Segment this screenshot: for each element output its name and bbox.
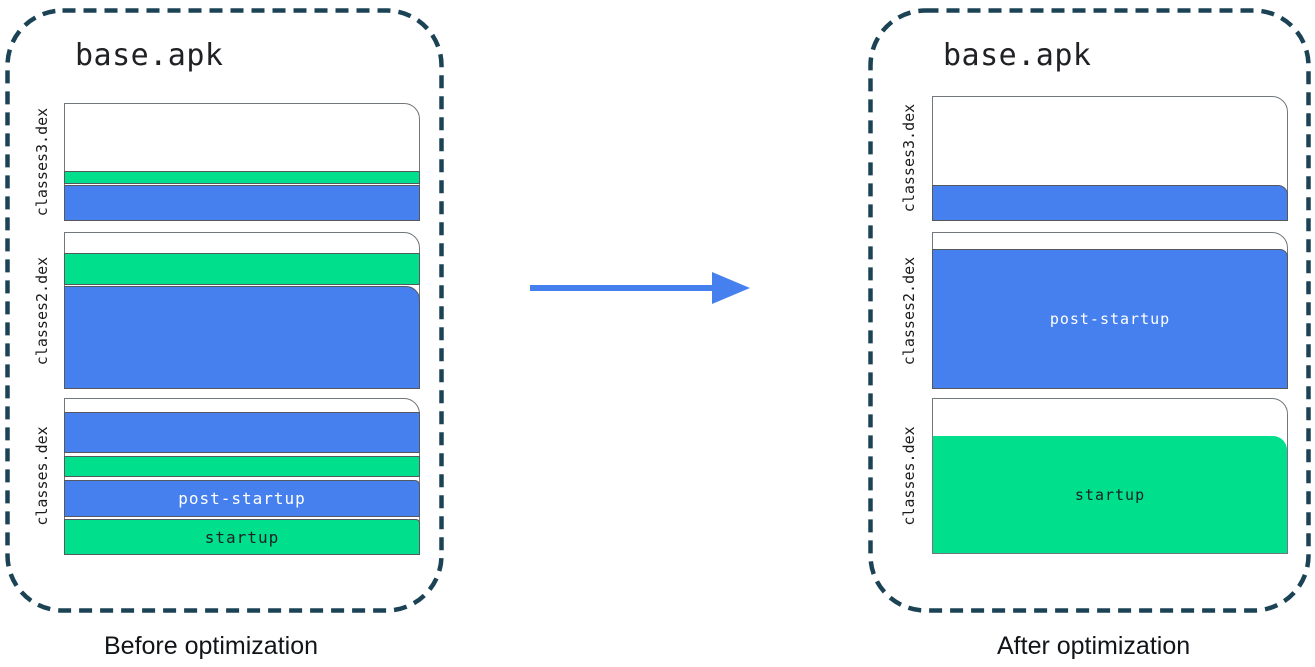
after-caption: After optimization <box>997 632 1191 660</box>
dex-segment-post-startup: post-startup <box>64 480 420 517</box>
dex-segment-post-startup: post-startup <box>932 249 1288 389</box>
before-dex-label-classes: classes.dex <box>33 426 51 526</box>
dex-segment-startup: startup <box>64 519 420 555</box>
before-dex-file-classes3 <box>64 103 420 221</box>
before-dex-file-classes2 <box>64 232 420 389</box>
dex-segment-blue <box>64 412 420 453</box>
after-dex-label-classes: classes.dex <box>900 426 918 526</box>
before-dex-label-classes2: classes2.dex <box>33 256 51 366</box>
before-dex-label-classes3: classes3.dex <box>33 107 51 217</box>
dex-segment-blue <box>932 185 1288 221</box>
after-dex-file-classes3 <box>932 96 1288 221</box>
after-dex-label-classes2: classes2.dex <box>900 256 918 366</box>
dex-segment-blue <box>64 185 420 221</box>
dex-segment-green <box>64 456 420 477</box>
dex-segment-startup: startup <box>933 436 1287 553</box>
after-panel-border <box>868 8 1311 613</box>
segment-label-post-startup: post-startup <box>1049 310 1171 328</box>
right-arrow-icon <box>530 272 750 304</box>
dex-segment-green <box>64 253 420 285</box>
segment-label-startup: startup <box>1074 485 1146 504</box>
after-dex-file-classes2: post-startup <box>932 232 1288 389</box>
segment-label-post-startup: post-startup <box>178 489 306 508</box>
dex-segment-green <box>64 171 420 184</box>
before-panel-border <box>5 8 444 613</box>
segment-label-startup: startup <box>204 527 280 547</box>
after-apk-title: base.apk <box>943 38 1092 73</box>
before-apk-title: base.apk <box>75 38 224 73</box>
before-caption: Before optimization <box>104 632 319 660</box>
after-dex-file-classes: startup <box>932 398 1288 554</box>
dex-segment-blue <box>64 286 420 389</box>
before-dex-file-classes: post-startup startup <box>64 398 420 555</box>
after-dex-label-classes3: classes3.dex <box>900 103 918 213</box>
